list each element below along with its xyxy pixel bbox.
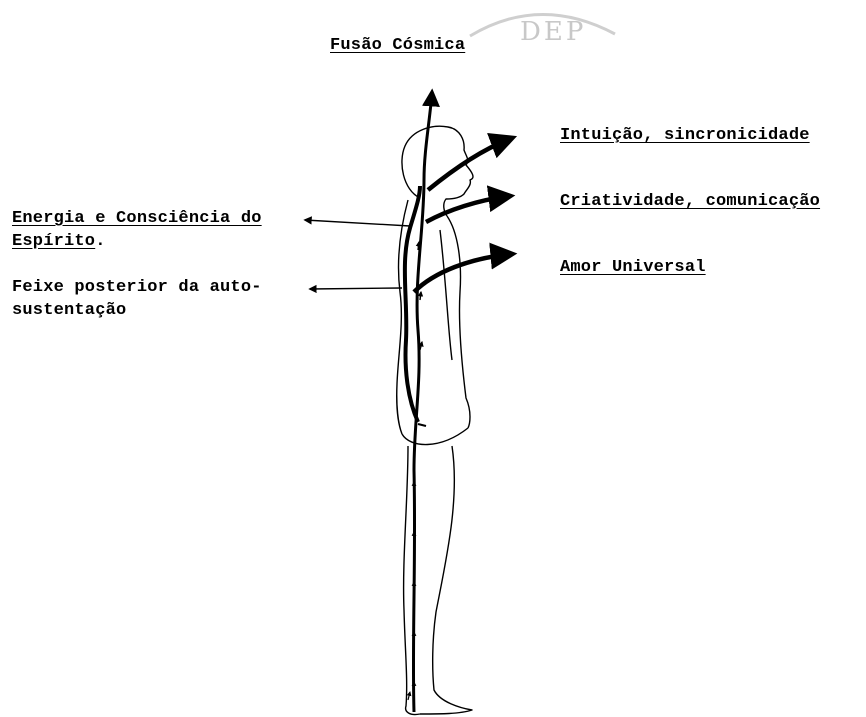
label-criatividade: Criatividade, comunicação: [560, 190, 820, 213]
seal-text: DEP: [520, 17, 586, 47]
label-feixe-line2: sustentação: [12, 299, 262, 322]
human-silhouette: [397, 126, 473, 714]
seal-stamp: DEP: [470, 14, 615, 47]
arrow-criatividade: [426, 196, 510, 222]
label-feixe-posterior: Feixe posterior da auto- sustentação: [12, 276, 262, 322]
label-energia-line1: Energia e Consciência do: [12, 207, 262, 230]
label-energia-period: .: [95, 232, 105, 251]
label-energia-line2: Espírito.: [12, 230, 262, 253]
arrow-energia-leader: [305, 220, 410, 226]
label-intuicao: Intuição, sincronicidade: [560, 124, 810, 147]
label-feixe-line1: Feixe posterior da auto-: [12, 276, 262, 299]
arrow-amor: [414, 254, 512, 292]
diagram-title: Fusão Cósmica: [330, 34, 465, 57]
label-amor-universal: Amor Universal: [560, 256, 706, 279]
label-energia-consciencia: Energia e Consciência do Espírito.: [12, 207, 262, 253]
arrow-feixe-leader: [310, 288, 402, 289]
label-espirito: Espírito: [12, 232, 95, 251]
